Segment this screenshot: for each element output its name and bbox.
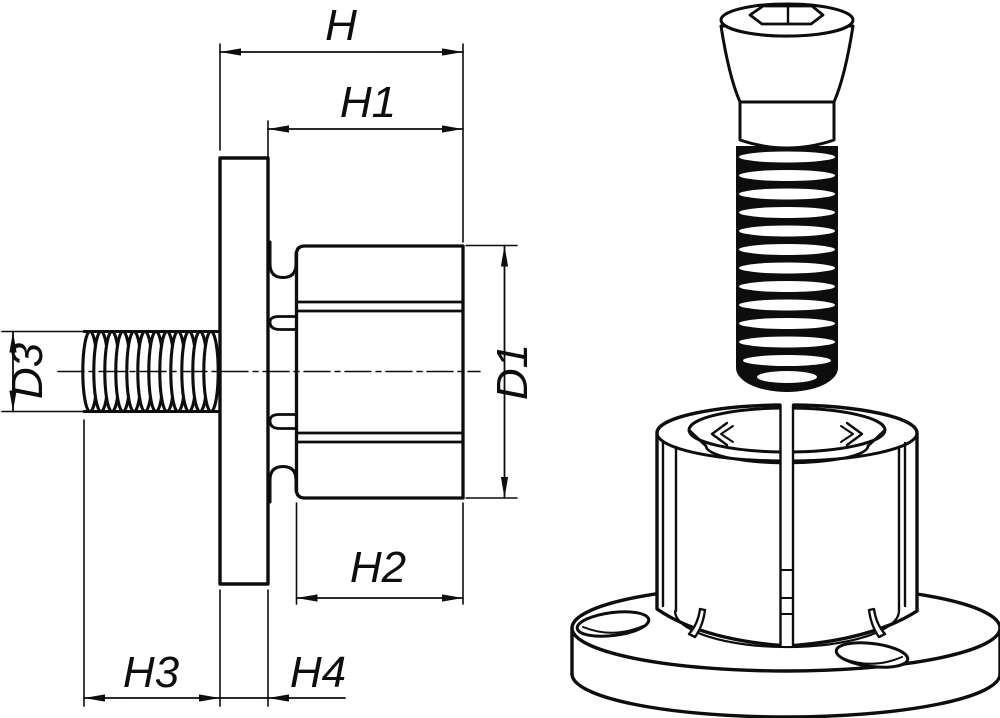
arrowhead (268, 125, 289, 133)
dimension-h2: H2 (295, 502, 464, 605)
mounting-slot-hole-depth (841, 656, 903, 665)
cone-notch (840, 425, 854, 443)
relief-lip-top (268, 315, 298, 331)
dimension-label-d1: D1 (488, 344, 537, 400)
thread-ridge-highlight (739, 207, 835, 218)
cone-notch (710, 421, 729, 447)
arrowhead (296, 594, 318, 602)
bore-cone-edge (866, 429, 886, 448)
hex-socket-icon (748, 4, 825, 26)
dimension-d3: D3 (1, 330, 111, 413)
thread-ridge-highlight (739, 225, 835, 237)
arrowhead (442, 594, 463, 602)
dimension-label-d3: D3 (3, 342, 52, 399)
arrowhead (268, 694, 289, 702)
arrowhead (9, 331, 17, 353)
screw-head-chamfer-edge (721, 22, 853, 38)
thread-ridge-highlight (739, 318, 835, 329)
thread-ridge-highlight (739, 151, 835, 163)
neck-groove-bottom (268, 465, 298, 504)
screw-thread-tip (736, 344, 838, 392)
screw-thread-body (736, 146, 838, 368)
dimension-label-h1: H1 (340, 78, 396, 127)
cone-notch (845, 421, 864, 447)
dimension-h3-h4: H3 H4 (83, 419, 346, 707)
neck-groove-top (268, 240, 298, 279)
screw-head-cone (719, 24, 855, 104)
dimension-d1: D1 (465, 244, 537, 499)
thread-ridge-highlight (739, 188, 835, 200)
relief-lip-bottom (268, 413, 298, 430)
collet-foot-tab (687, 607, 707, 639)
screw-shank (738, 98, 836, 150)
arrowhead (442, 125, 463, 133)
arrowhead (199, 694, 220, 702)
arrowhead (9, 390, 17, 412)
base-recess-ring (673, 609, 901, 649)
thread-tip-highlight (757, 371, 817, 383)
bore-cone-edge (688, 429, 708, 448)
dimension-label-h3: H3 (123, 648, 180, 697)
thread-ridge-highlight (739, 299, 835, 311)
thread-ridge-highlight (739, 281, 835, 292)
thread-ridge-highlight (739, 262, 835, 274)
screw (719, 2, 855, 392)
thread-ridge-highlight (739, 170, 835, 181)
side-view: H H1 D1 D3 (1, 1, 537, 707)
thread-ridge-highlight (743, 355, 831, 366)
arrowhead (500, 245, 509, 267)
collet-iso (655, 403, 919, 649)
thread-ridge-highlight (739, 244, 835, 255)
collet-foot-tab (867, 607, 887, 639)
arrowhead (500, 477, 509, 498)
front-slot-gap (780, 403, 793, 646)
dimension-h: H (219, 1, 464, 243)
dimension-label-h: H (325, 1, 357, 50)
arrowhead (84, 694, 105, 702)
isometric-view (570, 2, 1000, 718)
mounting-slot-hole-depth (582, 625, 644, 634)
arrowhead (220, 48, 241, 56)
cone-notch (720, 425, 734, 443)
dimension-label-h4: H4 (290, 648, 346, 697)
dimension-label-h2: H2 (350, 543, 406, 592)
thread-ridge-highlight (739, 336, 835, 348)
base-bottom-edge (570, 672, 1000, 718)
arrowhead (442, 48, 463, 56)
dimension-h1: H1 (267, 78, 464, 157)
